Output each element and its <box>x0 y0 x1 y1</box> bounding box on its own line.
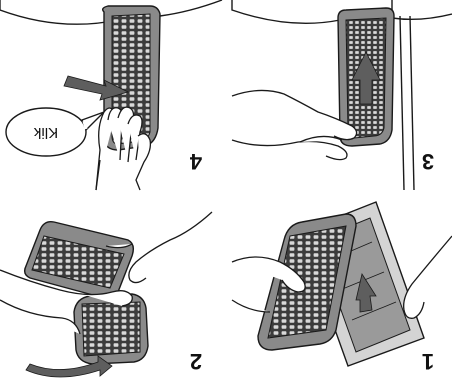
click-label: Klik <box>33 124 58 141</box>
rotate-arrow-icon <box>26 356 112 377</box>
appliance-rim-right <box>160 0 222 16</box>
hand-icon <box>232 90 357 159</box>
appliance-rim <box>232 0 340 23</box>
panel-step-4: Klik 4 <box>0 0 222 190</box>
panel-step-1: 1 <box>232 202 452 374</box>
appliance-edge <box>400 16 404 190</box>
panel-step-3: 3 <box>232 0 452 190</box>
step-number-1: 1 <box>422 349 434 374</box>
step-number-3: 3 <box>422 149 434 174</box>
step-number-2: 2 <box>190 349 202 374</box>
appliance-rim <box>0 0 118 24</box>
panel-step-2: 2 <box>0 212 212 377</box>
click-sound-bubble: Klik <box>6 108 104 156</box>
step-number-4: 4 <box>189 149 202 174</box>
appliance-rim-right <box>392 0 452 19</box>
filter-cover <box>25 222 134 299</box>
filter-mesh <box>74 294 148 364</box>
